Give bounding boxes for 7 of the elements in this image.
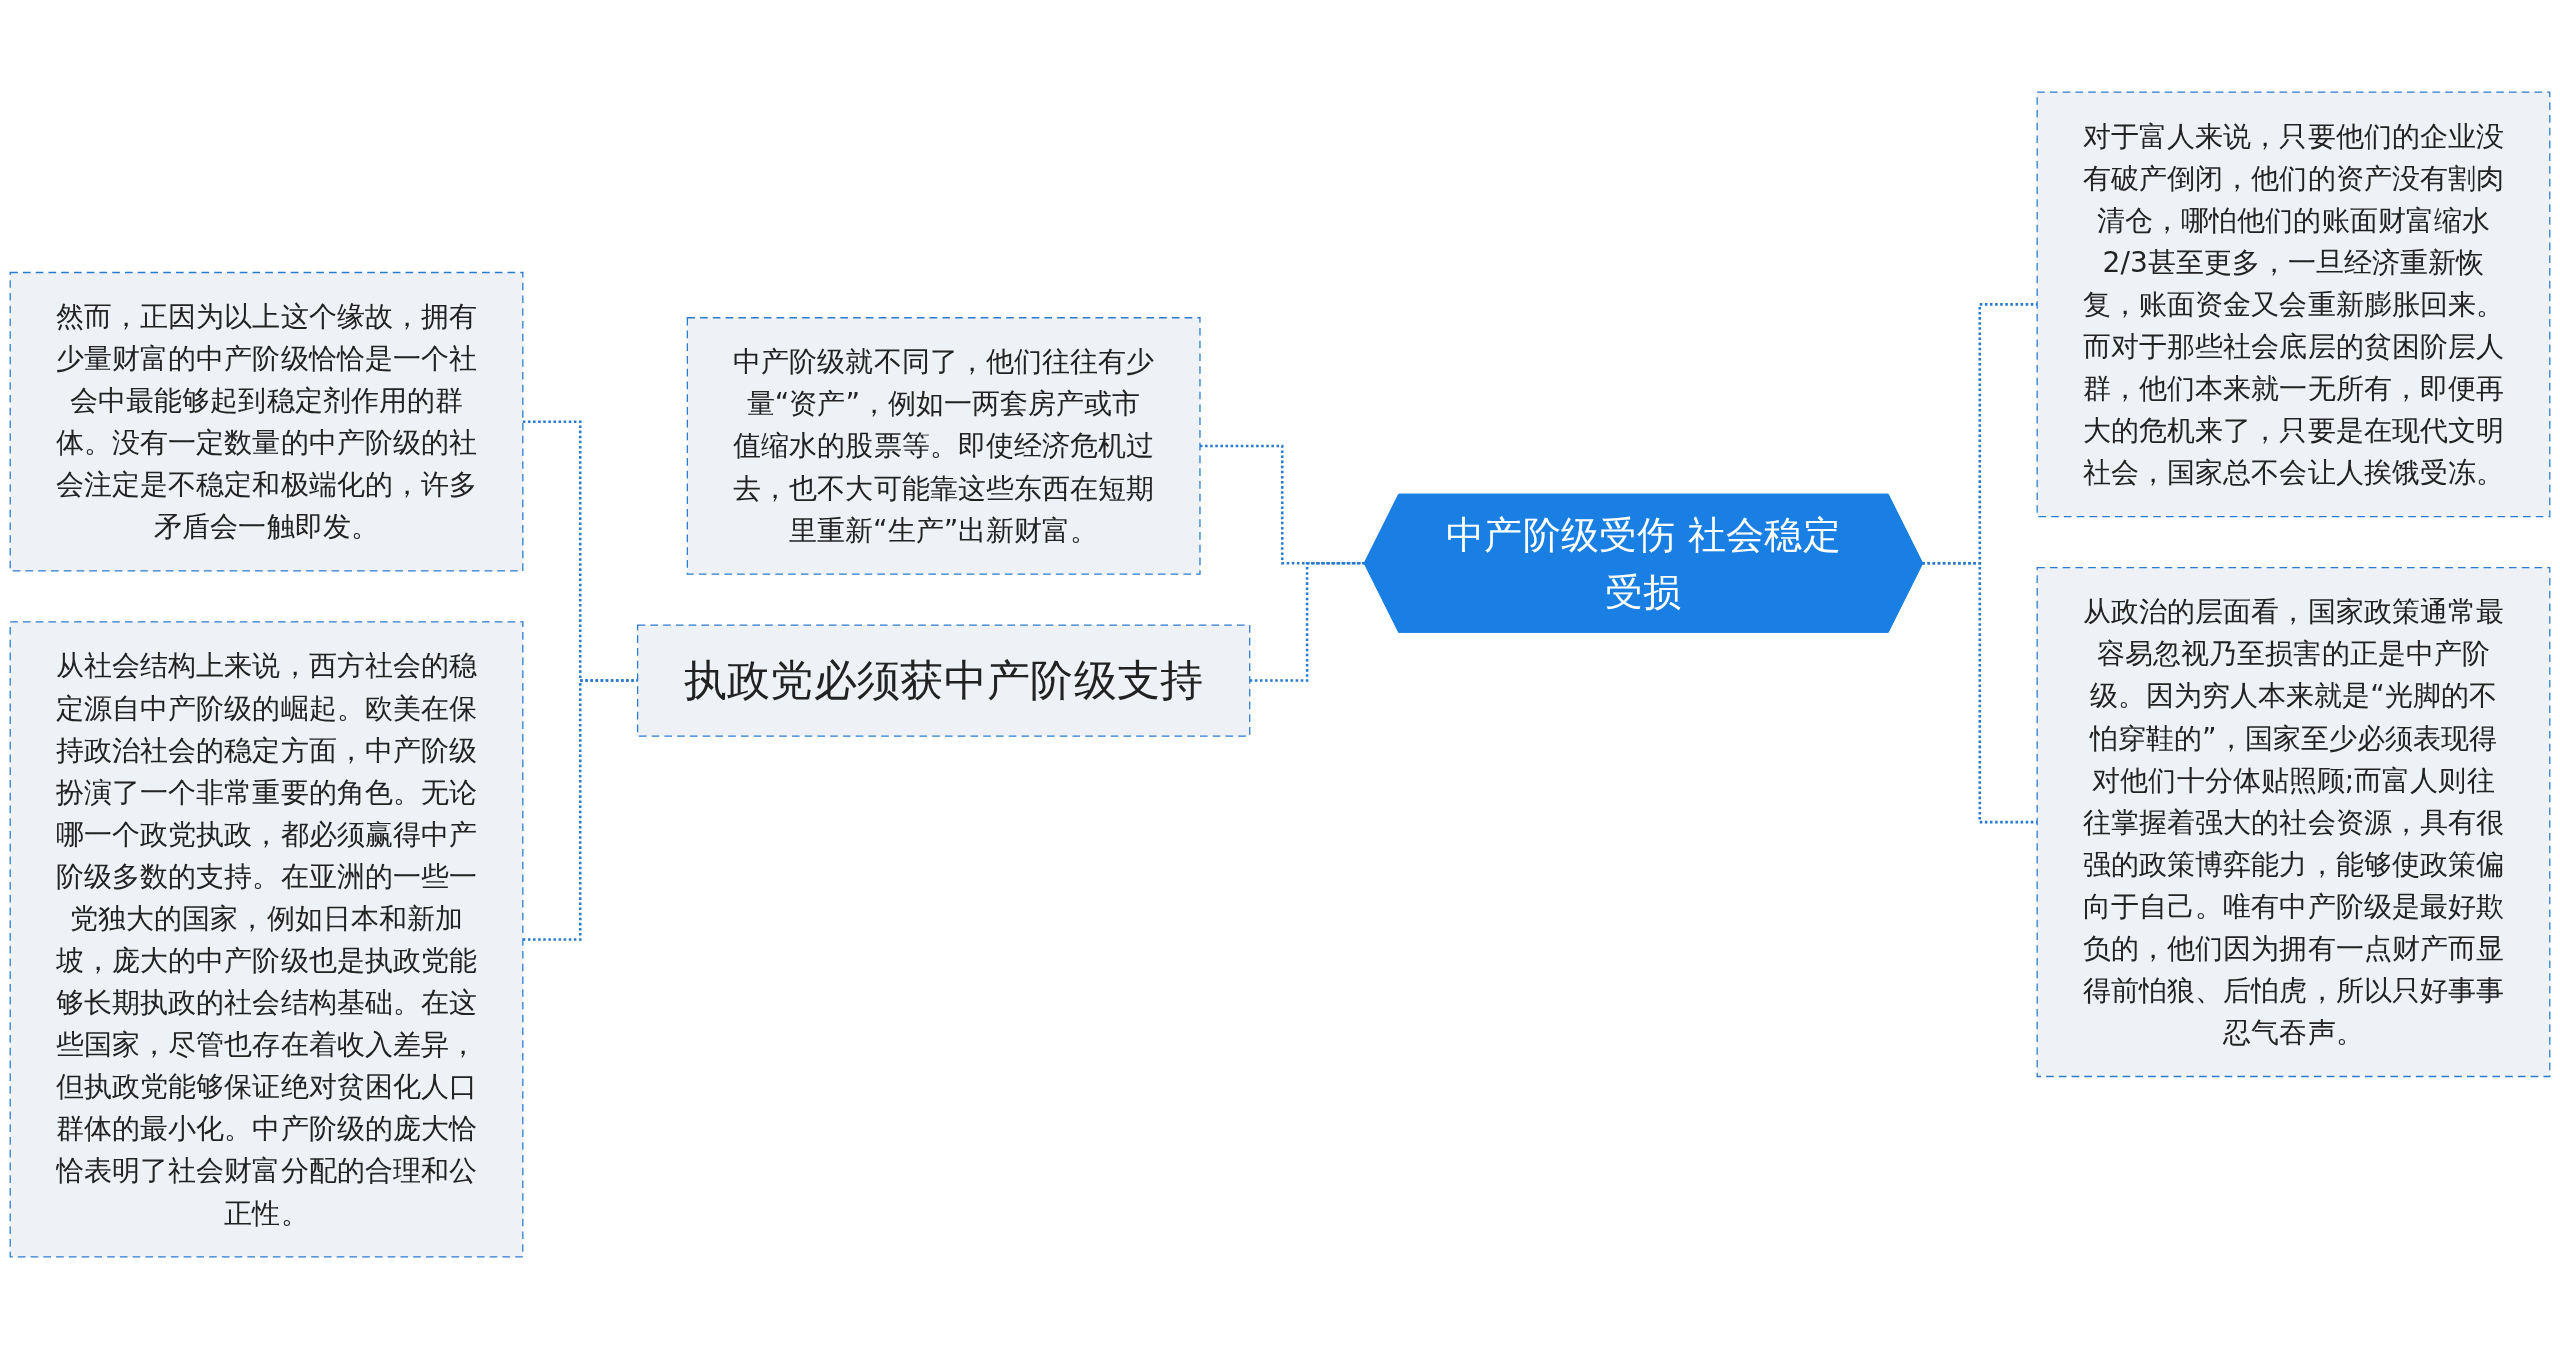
node-box: 对于富人来说，只要他们的企业没有破产倒闭，他们的资产没有割肉清仓，哪怕他们的账面财富缩水2/3甚至更多，一旦经济重新恢复，账面资金又会重新膨胀回来。而对于那些社会底层的贫困阶层人群，他们本来就一无所有，即便再大的危机来了，只要是在现代文明社会，国家总不会让人挨饿受冻。 — [2036, 91, 2551, 518]
connector — [1249, 561, 1365, 682]
node-box: 从社会结构上来说，西方社会的稳定源自中产阶级的崛起。欧美在保持政治社会的稳定方面，中产阶级扮演了一个非常重要的角色。无论哪一个政党执政，都必须赢得中产阶级多数的支持。在亚洲的一些一党独大的国家，例如日本和新加坡，庞大的中产阶级也是执政党能够长期执政的社会结构基础。在这些国家，尽管也存在着收入差异，但执政党能够保证绝对贫困化人口群体的最小化。中产阶级的庞大恰恰表明了社会财富分配的合理和公正性。 — [9, 621, 524, 1258]
node-box: 从政治的层面看，国家政策通常最容易忽视乃至损害的正是中产阶级。因为穷人本来就是“光脚的不怕穿鞋的”，国家至少必须表现得对他们十分体贴照顾;而富人则往往掌握着强大的社会资源，具有很强的政策博弈能力，能够使政策偏向于自己。唯有中产阶级是最好欺负的，他们因为拥有一点财产而显得前怕狼、后怕虎，所以只好事事忍气吞声。 — [2036, 567, 2551, 1078]
node-box: 然而，正因为以上这个缘故，拥有少量财富的中产阶级恰恰是一个社会中最能够起到稳定剂作用的群体。没有一定数量的中产阶级的社会注定是不稳定和极端化的，许多矛盾会一触即发。 — [9, 271, 524, 572]
node-box: 中产阶级就不同了，他们往往有少量“资产”，例如一两套房产或市值缩水的股票等。即使经济危机过去，也不大可能靠这些东西在短期里重新“生产”出新财富。 — [686, 317, 1201, 575]
node-box: 执政党必须获中产阶级支持 — [636, 624, 1251, 737]
